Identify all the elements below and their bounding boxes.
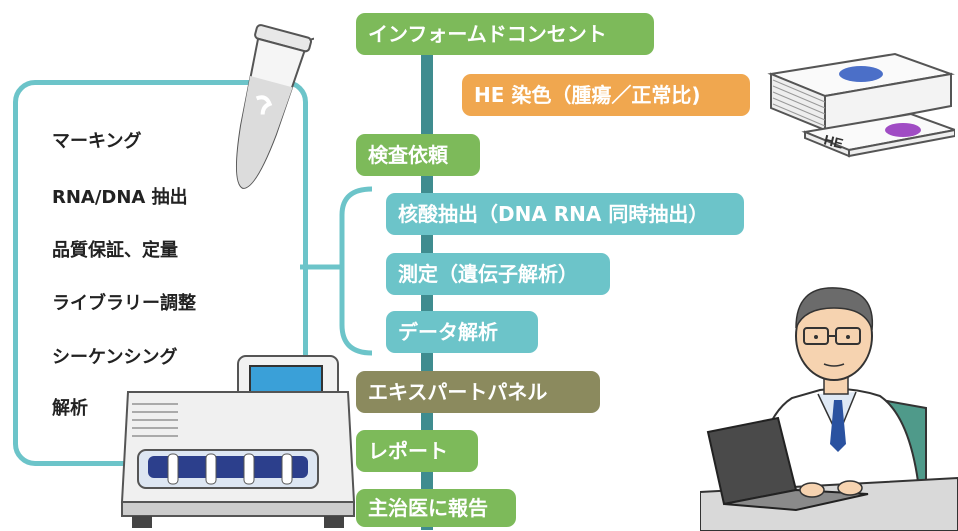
step-data-analysis: データ解析 (386, 311, 538, 353)
doctor-icon (700, 287, 958, 531)
side-item-marking: マーキング (52, 131, 142, 152)
step-test-request: 検査依頼 (356, 134, 480, 176)
step-report-to-doctor: 主治医に報告 (356, 489, 516, 527)
step-expert-panel: エキスパートパネル (356, 371, 600, 413)
side-item-sequencing: シーケンシング (52, 347, 178, 368)
slides-icon: HE (767, 52, 955, 158)
brace-connector (300, 186, 373, 356)
step-extraction: 核酸抽出（DNA RNA 同時抽出） (386, 193, 744, 235)
step-he-stain: HE 染色（腫瘍／正常比) (462, 74, 750, 116)
step-report: レポート (356, 430, 478, 472)
step-informed-consent: インフォームドコンセント (356, 13, 654, 55)
slide-label: HE (822, 131, 845, 151)
tube-icon (235, 24, 314, 189)
side-item-library: ライブラリー調整 (52, 293, 196, 314)
side-item-quality: 品質保証、定量 (52, 240, 178, 261)
step-measurement: 測定（遺伝子解析） (386, 253, 610, 295)
side-item-analysis: 解析 (52, 398, 88, 419)
side-item-extraction: RNA/DNA 抽出 (52, 187, 188, 208)
sequencer-icon (120, 355, 356, 528)
